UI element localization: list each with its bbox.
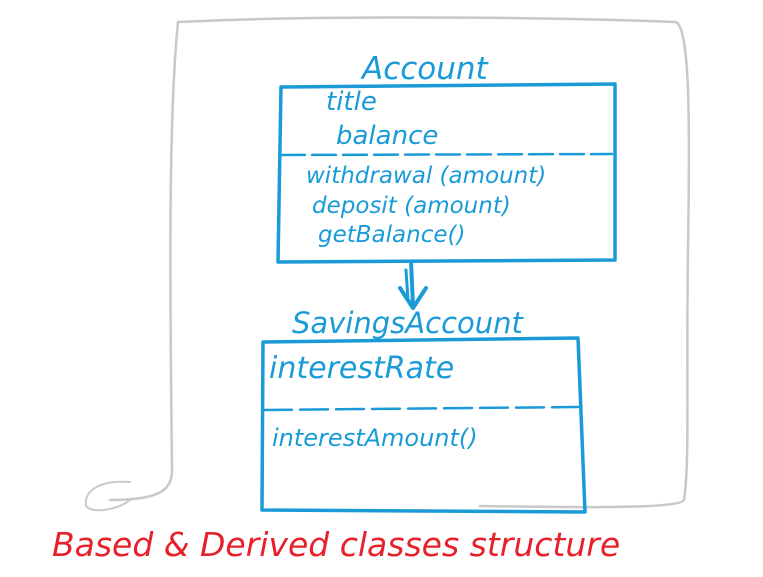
derived-class-box: [260, 336, 587, 514]
base-attribute-balance: balance: [336, 121, 438, 151]
diagram-caption: Based & Derived classes structure: [52, 525, 620, 564]
base-class-box: [276, 82, 617, 264]
base-attribute-title: title: [326, 87, 377, 117]
base-method-withdrawal: withdrawal (amount): [306, 163, 546, 189]
base-class-divider: [279, 152, 614, 157]
derived-attribute-interestrate: interestRate: [269, 351, 454, 386]
inheritance-arrow: [398, 260, 428, 310]
derived-method-interestamount: interestAmount(): [272, 424, 478, 452]
base-method-getbalance: getBalance(): [318, 222, 465, 248]
base-class-name: Account: [360, 51, 490, 87]
derived-class-name: SavingsAccount: [292, 306, 525, 340]
frame-curl: [84, 480, 131, 512]
frame-left-edge: [108, 20, 180, 502]
frame-border: [176, 16, 691, 509]
base-method-deposit: deposit (amount): [312, 193, 511, 219]
derived-class-divider: [262, 405, 580, 412]
